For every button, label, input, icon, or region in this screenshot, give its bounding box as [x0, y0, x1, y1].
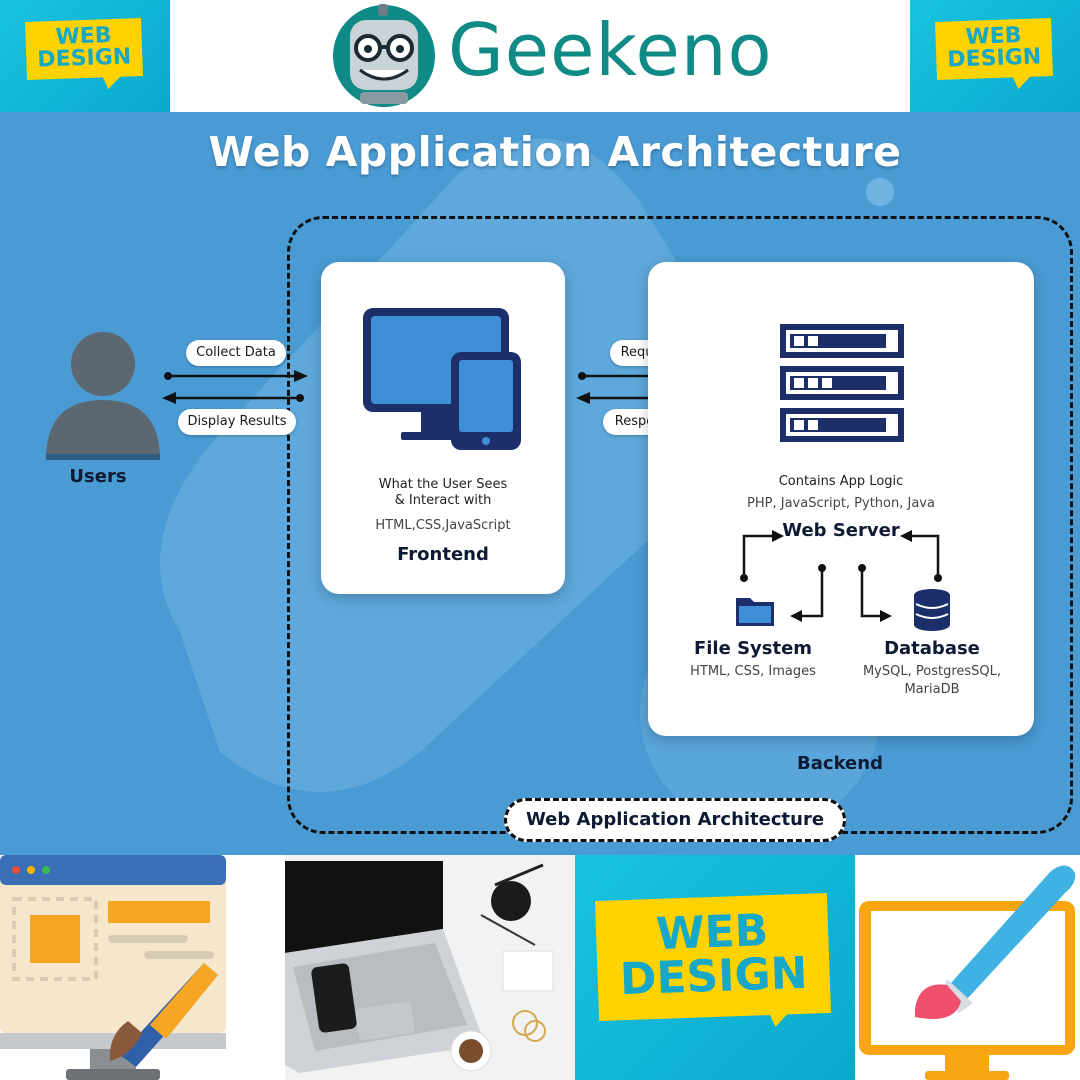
laptop-workspace-photo	[285, 855, 575, 1080]
user-icon	[46, 332, 160, 460]
frontend-desc-line2: & Interact with	[394, 493, 492, 508]
diagram-title: Web Application Architecture	[208, 128, 902, 176]
web-design-banner: WEB DESIGN	[575, 855, 855, 1080]
server-rack-icon	[780, 324, 904, 442]
backend-label: Backend	[797, 753, 883, 774]
architecture-diagram: Web Application Architecture Users Colle…	[0, 112, 1080, 855]
web-design-badge-right: WEB DESIGN	[935, 17, 1053, 81]
frontend-label: Frontend	[397, 544, 489, 565]
database-detail-line2: MariaDB	[904, 682, 960, 697]
web-design-badge-large: WEB DESIGN	[594, 892, 832, 1022]
orange-monitor-illustration	[855, 855, 1080, 1080]
monitor-brush-icon	[859, 865, 1076, 1080]
users-label: Users	[69, 466, 127, 487]
file-system-label: File System	[693, 638, 813, 659]
footer-architecture-label: Web Application Architecture	[525, 809, 825, 830]
robot-logo-icon	[333, 4, 435, 107]
design-monitor-illustration	[0, 855, 285, 1080]
monitor-paintbrush-icon	[0, 855, 226, 1080]
web-design-badge-left: WEB DESIGN	[25, 17, 143, 81]
web-server-label: Web Server	[782, 520, 900, 541]
right-badge-tile: WEB DESIGN	[910, 0, 1080, 112]
brand-name: Geekeno	[448, 8, 773, 92]
collect-data-label: Collect Data	[186, 340, 286, 366]
frontend-tech: HTML,CSS,JavaScript	[375, 518, 511, 533]
database-icon	[914, 589, 950, 631]
backend-card: Contains App Logic PHP, JavaScript, Pyth…	[648, 262, 1034, 736]
user-frontend-arrows	[162, 370, 308, 404]
footer-architecture-pill: Web Application Architecture	[504, 798, 846, 842]
backend-languages: PHP, JavaScript, Python, Java	[747, 496, 935, 511]
database-label: Database	[884, 638, 980, 659]
backend-connectors	[740, 530, 942, 622]
folder-icon	[736, 598, 774, 626]
laptop-icon	[285, 855, 575, 1080]
left-badge-tile: WEB DESIGN	[0, 0, 170, 112]
frontend-card: What the User Sees & Interact with HTML,…	[321, 262, 565, 594]
monitor-tablet-icon	[363, 308, 521, 450]
backend-contains: Contains App Logic	[778, 474, 904, 489]
file-system-detail: HTML, CSS, Images	[690, 664, 816, 679]
frontend-desc-line1: What the User Sees	[378, 477, 508, 492]
database-detail-line1: MySQL, PostgresSQL,	[862, 664, 1002, 679]
display-results-label: Display Results	[178, 409, 296, 435]
brand-header: Geekeno	[170, 0, 910, 112]
